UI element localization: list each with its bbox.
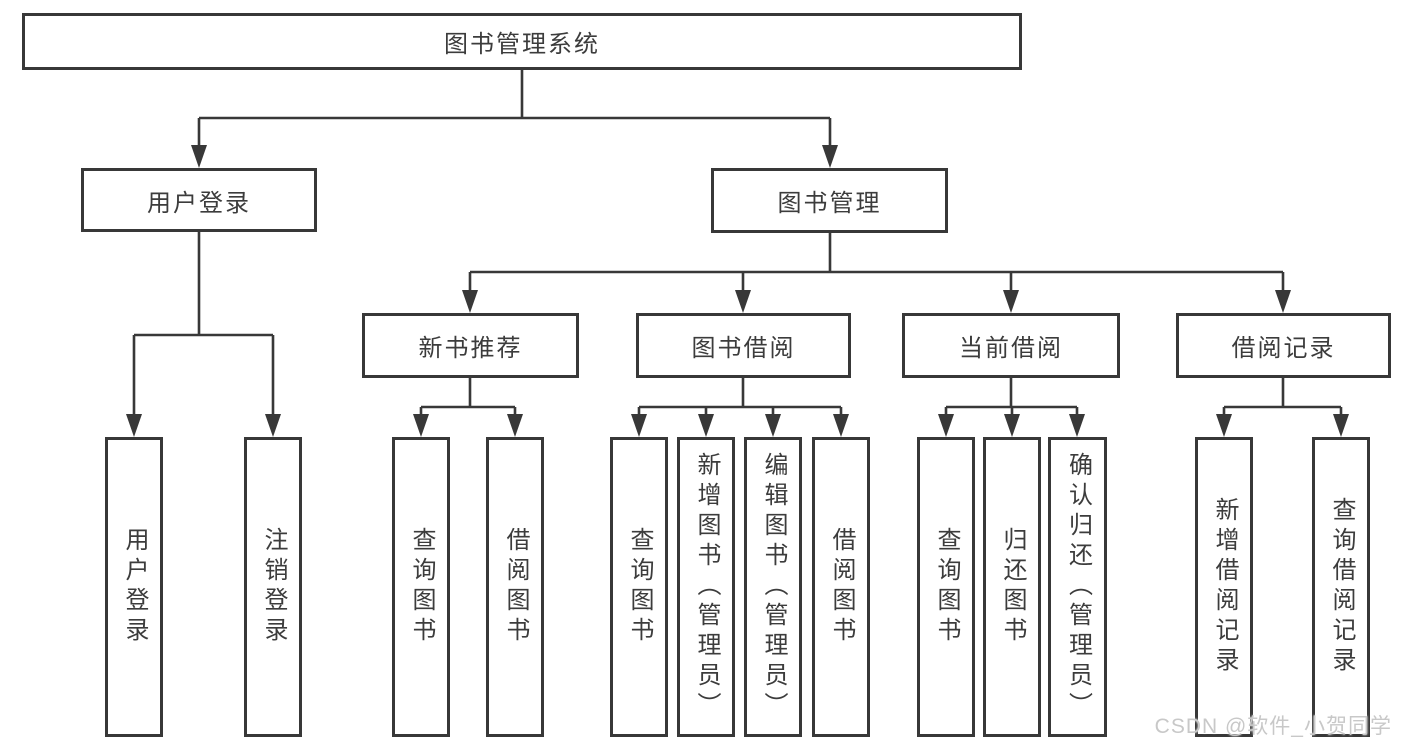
- leaf-query-books-borrow: 查询图书: [610, 437, 668, 737]
- leaf-add-book-admin: 新增图书（管理员）: [677, 437, 735, 737]
- leaf-add-borrow-record: 新增借阅记录: [1195, 437, 1253, 737]
- leaf-user-login: 用户登录: [105, 437, 163, 737]
- node-book-borrow: 图书借阅: [636, 313, 851, 378]
- node-new-book-recommend: 新书推荐: [362, 313, 579, 378]
- leaf-logout: 注销登录: [244, 437, 302, 737]
- connector-root-to-branches: [191, 70, 838, 168]
- watermark: CSDN @软件_小贺同学: [1154, 715, 1392, 738]
- leaf-borrow-books-recommend: 借阅图书: [486, 437, 544, 737]
- node-book-management: 图书管理: [711, 168, 948, 233]
- leaf-query-books-recommend: 查询图书: [392, 437, 450, 737]
- connector-borrow-record-children: [1216, 378, 1349, 437]
- leaf-query-borrow-record: 查询借阅记录: [1312, 437, 1370, 737]
- connector-new-book-children: [413, 378, 523, 437]
- node-current-borrow: 当前借阅: [902, 313, 1120, 378]
- leaf-confirm-return-admin: 确认归还（管理员）: [1048, 437, 1107, 737]
- node-borrow-records: 借阅记录: [1176, 313, 1391, 378]
- leaf-return-book: 归还图书: [983, 437, 1041, 737]
- connector-book-management-children: [462, 233, 1291, 313]
- connector-current-borrow-children: [938, 378, 1085, 437]
- leaf-query-books-current: 查询图书: [917, 437, 975, 737]
- node-user-login-branch: 用户登录: [81, 168, 317, 232]
- leaf-edit-book-admin: 编辑图书（管理员）: [744, 437, 802, 737]
- connector-book-borrow-children: [631, 378, 849, 437]
- node-library-system: 图书管理系统: [22, 13, 1022, 70]
- connector-user-login-children: [126, 232, 281, 437]
- leaf-borrow-books: 借阅图书: [812, 437, 870, 737]
